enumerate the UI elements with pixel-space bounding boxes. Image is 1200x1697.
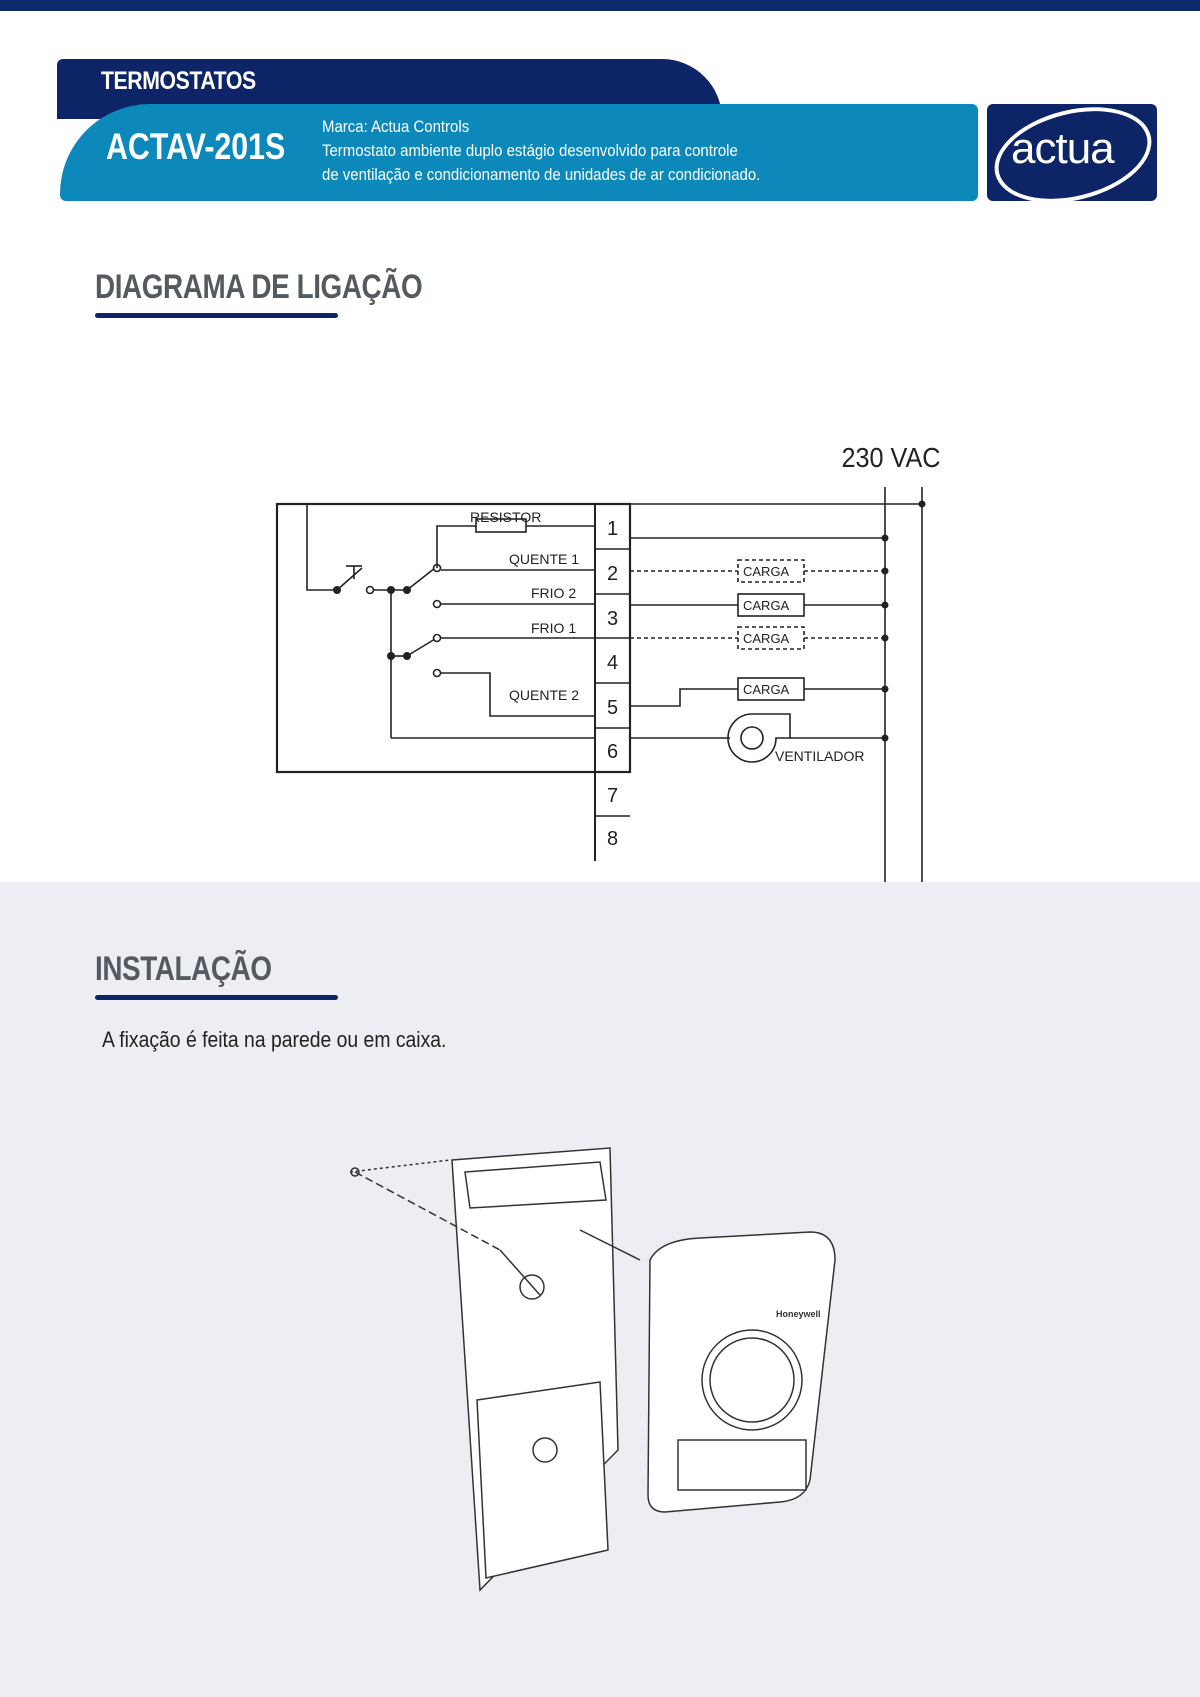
description-line: de ventilação e condicionamento de unida…: [322, 165, 761, 184]
load-label: CARGA: [743, 631, 790, 646]
load-label: CARGA: [743, 564, 790, 579]
load-label: CARGA: [743, 598, 790, 613]
model-name: ACTAV-201S: [106, 126, 286, 167]
terminal-block: [594, 504, 630, 861]
wall-plate: [451, 1147, 619, 1592]
brand-line: Marca: Actua Controls: [322, 117, 470, 136]
terminal-2: 2: [607, 563, 618, 585]
top-bar: [0, 0, 1200, 11]
installation-text: A fixação é feita na parede ou em caixa.: [102, 1027, 447, 1052]
thermostat-cover: [647, 1231, 836, 1513]
actua-logo: actua: [987, 104, 1157, 201]
product-panel: ACTAV-201S Marca: Actua Controls Termost…: [60, 104, 978, 201]
resistor-label: RESISTOR: [470, 509, 541, 525]
frio2-label: FRIO 2: [531, 585, 576, 601]
quente1-label: QUENTE 1: [509, 551, 579, 567]
screw-icon: [499, 1229, 641, 1296]
terminal-7: 7: [607, 785, 618, 807]
title-underline: [95, 995, 338, 1000]
terminal-6: 6: [607, 741, 618, 763]
logo-text: actua: [1011, 124, 1115, 173]
category-label: TERMOSTATOS: [101, 67, 256, 95]
installation-title: INSTALAÇÃO: [95, 950, 272, 988]
load-label: CARGA: [743, 682, 790, 697]
terminal-1: 1: [607, 518, 618, 540]
description-line: Termostato ambiente duplo estágio desenv…: [322, 141, 738, 160]
frio1-label: FRIO 1: [531, 620, 576, 636]
wiring-diagram: 230 VAC 1 2 3 4 5 6 7 8 RESISTOR QUENTE …: [275, 442, 941, 899]
terminal-8: 8: [607, 828, 618, 850]
product-description: Marca: Actua Controls Termostato ambient…: [322, 115, 760, 187]
diagram-title: DIAGRAMA DE LIGAÇÃO: [95, 268, 423, 306]
honeywell-logo: Honeywell: [776, 1309, 821, 1319]
title-underline: [95, 313, 338, 318]
terminal-5: 5: [607, 697, 618, 719]
fan-label: VENTILADOR: [775, 748, 864, 764]
fan-icon: [727, 713, 791, 763]
supply-label: 230 VAC: [842, 442, 941, 474]
terminal-3: 3: [607, 608, 618, 630]
installation-illustration: Honeywell: [349, 1147, 836, 1592]
terminal-4: 4: [607, 652, 618, 674]
quente2-label: QUENTE 2: [509, 687, 579, 703]
